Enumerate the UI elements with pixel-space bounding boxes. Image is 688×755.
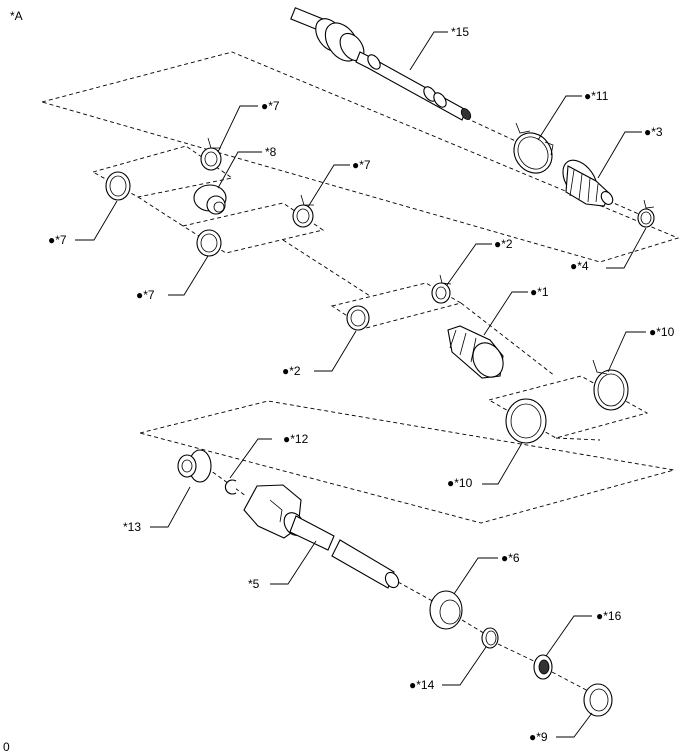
inner-boot-part [447,325,504,379]
inner-joint-shaft-part [243,484,400,589]
callout-c1-text: *1 [537,285,549,299]
callout-c7a: ●*7 [261,99,280,113]
callout-c5-text: *5 [248,577,260,591]
callout-bullet: ● [596,609,603,623]
callout-bullet: ● [48,233,55,247]
inner-boot-clamp-upper-part [431,274,452,304]
callout-c5: *5 [248,577,260,591]
callout-bullet: ● [501,551,508,565]
callout-c10b: ●*10 [447,476,473,490]
callout-bullet: ● [282,364,289,378]
callout-bullet: ● [529,730,536,744]
callout-c2b-text: *2 [289,364,301,378]
callout-bullet: ● [584,89,591,103]
callout-c7d-text: *7 [143,288,155,302]
inner-boot-clamp-lower-part [346,305,370,331]
callout-c7c-text: *7 [55,233,67,247]
oil-seal-part [583,683,613,717]
callout-c10b-text: *10 [454,476,472,490]
callout-c16: ●*16 [596,609,622,623]
callout-bullet: ● [649,325,656,339]
middle-clamp-part [292,194,314,228]
callout-c16-text: *16 [603,609,621,623]
callout-c14-text: *14 [416,678,434,692]
callout-c2a-text: *2 [501,237,513,251]
callout-c4: ●*4 [570,259,589,273]
callout-bullet: ● [494,237,501,251]
tripod-joint-part [193,184,227,215]
callout-c7a-text: *7 [268,99,280,113]
snap-ring-part [224,479,237,495]
callout-bullet: ● [283,432,290,446]
callout-c2a: ●*2 [494,237,513,251]
callout-c9-text: *9 [536,730,548,744]
callout-c6-text: *6 [508,551,520,565]
left-clamp-part [105,171,131,201]
boot-clamp-large-part [513,122,554,174]
callout-bullet: ● [570,259,577,273]
callout-c3-text: *3 [651,125,663,139]
callout-bullet: ● [447,476,454,490]
callout-c12-text: *12 [290,432,308,446]
callout-bullet: ● [352,158,359,172]
callout-c15: *15 [451,25,469,39]
callout-c12: ●*12 [283,432,309,446]
outer-boot-part [562,159,614,207]
bearing-part [429,590,463,630]
callout-c4-text: *4 [577,259,589,273]
callout-c11-text: *11 [591,89,608,103]
callout-c1: ●*1 [530,285,549,299]
callout-c11: ●*11 [584,89,609,103]
outer-drive-shaft-part [290,7,472,121]
callout-c3: ●*3 [644,125,663,139]
inner-large-clamp-upper-part [592,359,629,411]
hole-snap-ring-part [481,627,499,649]
corner-label: 0 [3,740,10,754]
callout-c8: *8 [265,145,277,159]
upper-left-clamp-part [200,137,222,171]
leader-lines [75,31,647,738]
callout-bullet: ● [530,285,537,299]
callout-labels: *15 ●*11 ●*3 ●*7 *8 ●*7 ●*7 ●*7 ●*4 ●*2 … [48,25,675,744]
callout-bullet: ● [136,288,143,302]
callout-c8-text: *8 [265,145,277,159]
callout-bullet: ● [644,125,651,139]
inner-tripod-part [177,449,212,483]
callout-c15-text: *15 [451,25,469,39]
callout-c6: ●*6 [501,551,520,565]
callout-c13: *13 [123,520,141,534]
callout-c10a-text: *10 [656,325,674,339]
callout-c14: ●*14 [409,678,435,692]
callout-c7b: ●*7 [352,158,371,172]
dust-seal-part [533,654,553,680]
lower-clamp-part [196,229,222,257]
part-axis-lines [206,467,595,695]
callout-bullet: ● [261,99,268,113]
boot-clamp-small-part [637,199,655,228]
view-label: *A [10,9,23,23]
callout-c13-text: *13 [123,520,141,534]
callout-c7b-text: *7 [359,158,371,172]
callout-bullet: ● [409,678,416,692]
callout-c2b: ●*2 [282,364,301,378]
callout-c7c: ●*7 [48,233,67,247]
callout-c10a: ●*10 [649,325,675,339]
callout-c7d: ●*7 [136,288,155,302]
callout-c9: ●*9 [529,730,548,744]
inner-large-clamp-lower-part [505,398,547,444]
